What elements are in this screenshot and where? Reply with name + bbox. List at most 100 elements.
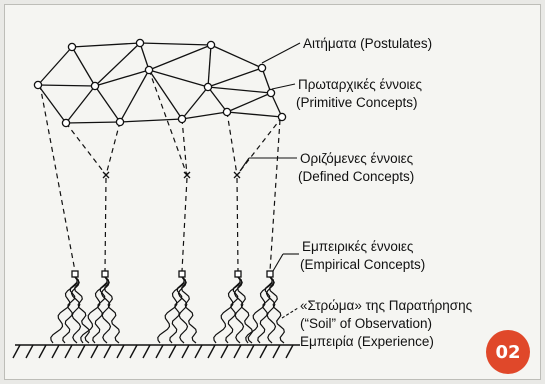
ground-hatch <box>181 344 190 359</box>
observation-root <box>157 276 185 344</box>
observation-roots <box>50 276 285 344</box>
observation-root <box>74 276 90 344</box>
network-edge <box>226 92 272 113</box>
label-pointers <box>239 42 301 319</box>
concept-node <box>277 112 287 122</box>
network-edge <box>139 42 212 46</box>
ground-hatch <box>12 344 21 359</box>
dashed-link <box>236 116 283 176</box>
observation-root <box>62 276 78 344</box>
ground-hatch <box>90 344 99 359</box>
network-edge <box>94 69 150 87</box>
pointer-defined <box>239 157 250 172</box>
defined-concept-node <box>183 171 191 179</box>
label-soil-greek: «Στρώμα» της Παρατήρησης <box>300 298 473 313</box>
ground-hatch <box>246 344 255 359</box>
dashed-link <box>65 122 107 176</box>
ground-hatch <box>25 344 34 359</box>
pointer-postulates <box>261 42 301 64</box>
ground-hatch <box>77 344 86 359</box>
empirical-concept-node <box>71 270 79 278</box>
network-edge <box>65 85 96 124</box>
network-edge <box>148 69 209 88</box>
network-edge <box>207 86 228 113</box>
network-edges <box>37 42 283 124</box>
network-edge <box>270 92 283 118</box>
ground-hatch <box>155 344 164 359</box>
figure-number-badge: 02 <box>486 330 530 374</box>
dashed-link <box>226 111 238 176</box>
network-edge <box>261 67 272 94</box>
ground-hatch <box>259 344 268 359</box>
empirical-concept-node <box>234 270 242 278</box>
label-soil-english: (“Soil” of Observation) <box>300 316 433 331</box>
concept-node <box>115 117 125 127</box>
observation-root <box>181 276 197 344</box>
concept-node <box>33 80 43 90</box>
label-primitive-greek: Πρωταρχικές έννοιες <box>298 77 423 92</box>
dashed-link <box>181 118 188 176</box>
ground-hatch <box>51 344 60 359</box>
network-edge <box>207 86 272 94</box>
observation-root <box>92 276 108 344</box>
label-primitive-english: (Primitive Concepts) <box>296 95 418 110</box>
concept-node <box>135 38 145 48</box>
concept-node <box>177 114 187 124</box>
network-edge <box>210 44 263 69</box>
label-defined-greek: Οριζόμενες έννοιες <box>300 151 414 166</box>
network-edge <box>119 118 183 123</box>
concept-node <box>206 40 216 50</box>
observation-root <box>50 276 78 344</box>
network-edge <box>207 44 212 88</box>
network-edge <box>94 42 141 87</box>
ground-hatch <box>168 344 177 359</box>
network-nodes <box>33 38 287 278</box>
network-edge <box>65 121 121 124</box>
concept-node <box>61 118 71 128</box>
observation-root <box>169 276 185 344</box>
concept-node <box>67 42 77 52</box>
ground-hatch <box>129 344 138 359</box>
ground-hatch <box>207 344 216 359</box>
label-experience: Εμπειρία (Experience) <box>300 334 434 349</box>
observation-root <box>269 276 285 344</box>
dashed-link <box>39 84 76 272</box>
concept-node <box>266 88 276 98</box>
concept-node <box>144 65 154 75</box>
network-edge <box>181 111 228 120</box>
dashed-link <box>105 121 121 176</box>
observation-root <box>80 276 108 344</box>
ground-hatch <box>64 344 73 359</box>
empirical-concept-node <box>266 270 274 278</box>
dashed-link <box>181 177 188 272</box>
concept-node <box>222 107 232 117</box>
ground-hatch <box>233 344 242 359</box>
ground-hatch <box>285 344 294 359</box>
dashed-link <box>104 177 107 272</box>
empirical-concept-node <box>178 270 186 278</box>
network-edge <box>71 46 96 87</box>
label-postulates: Αιτήματα (Postulates) <box>303 36 433 51</box>
observation-root <box>225 276 241 344</box>
network-edge <box>226 111 283 118</box>
network-edge <box>37 84 96 87</box>
ground-hatch <box>142 344 151 359</box>
network-edge <box>37 46 73 86</box>
dashed-link <box>148 69 188 176</box>
label-empirical-greek: Εμπειρικές έννοιες <box>302 239 414 254</box>
ground-hatch <box>272 344 281 359</box>
dashed-link <box>269 119 281 272</box>
network-edge <box>181 86 209 120</box>
network-edge <box>71 42 141 48</box>
label-defined-english: (Defined Concepts) <box>298 169 415 184</box>
network-edge <box>148 44 212 71</box>
defined-concept-node <box>233 171 241 179</box>
observation-root <box>245 276 273 344</box>
concept-node <box>203 82 213 92</box>
ground-hatch <box>116 344 125 359</box>
network-edge <box>94 85 121 123</box>
network-edge <box>37 84 67 124</box>
network-edge <box>139 42 150 71</box>
ground-hatch <box>194 344 203 359</box>
